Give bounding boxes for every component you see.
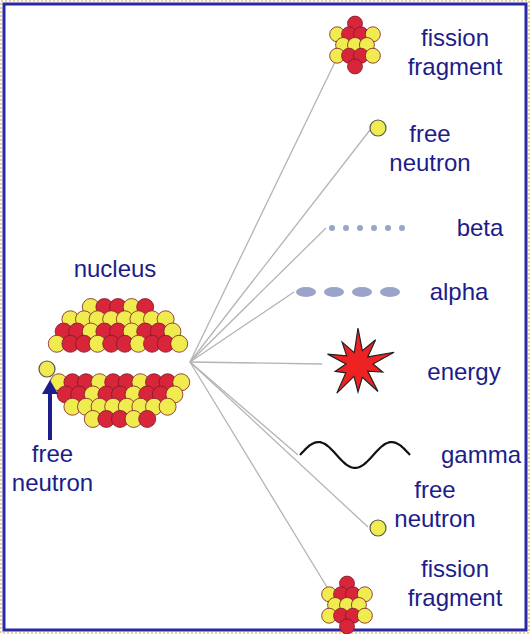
beta-dot — [357, 225, 363, 231]
alpha-particles — [296, 287, 400, 297]
energy-burst — [328, 328, 395, 393]
incoming-arrow-head — [42, 380, 58, 394]
part-label: alpha — [414, 278, 504, 307]
gamma-wave — [300, 442, 410, 468]
ray-line — [190, 228, 326, 362]
ray-line — [190, 362, 298, 455]
nucleon — [365, 48, 380, 63]
nucleus-lower-half — [50, 374, 189, 428]
beta-dot — [329, 225, 335, 231]
alpha-dash — [324, 287, 344, 297]
alpha-dash — [380, 287, 400, 297]
part-label: free neutron — [5, 440, 100, 498]
nucleon — [139, 410, 156, 427]
ray-line — [190, 362, 333, 597]
part-label: free neutron — [380, 476, 490, 534]
frame-border — [4, 4, 526, 630]
fission-fragment-cluster — [322, 576, 373, 634]
neutron-particle — [39, 361, 55, 377]
ray-line — [190, 292, 294, 362]
part-label: fission fragment — [390, 555, 520, 613]
part-label: beta — [440, 214, 520, 243]
fission-fragment-cluster — [330, 16, 381, 74]
beta-particles — [329, 225, 405, 231]
beta-dot — [399, 225, 405, 231]
ray-line — [190, 130, 370, 362]
part-label: nucleus — [60, 255, 170, 284]
part-label: gamma — [440, 441, 522, 470]
alpha-dash — [352, 287, 372, 297]
part-label: fission fragment — [390, 24, 520, 82]
nucleon — [357, 608, 372, 623]
neutron-particle — [370, 520, 386, 536]
beta-dot — [371, 225, 377, 231]
nucleon — [159, 398, 176, 415]
ray-lines — [190, 62, 370, 597]
nucleon — [171, 335, 188, 352]
ray-line — [190, 362, 322, 364]
alpha-dash — [296, 287, 316, 297]
ray-line — [190, 62, 335, 362]
nucleus-upper-half — [48, 299, 187, 353]
part-label: energy — [414, 358, 514, 387]
incoming-arrow-shaft — [48, 392, 52, 440]
part-label: free neutron — [380, 120, 480, 178]
nucleon — [348, 59, 363, 74]
neutron-particle — [370, 120, 386, 136]
beta-dot — [385, 225, 391, 231]
nucleon — [340, 619, 355, 634]
beta-dot — [343, 225, 349, 231]
